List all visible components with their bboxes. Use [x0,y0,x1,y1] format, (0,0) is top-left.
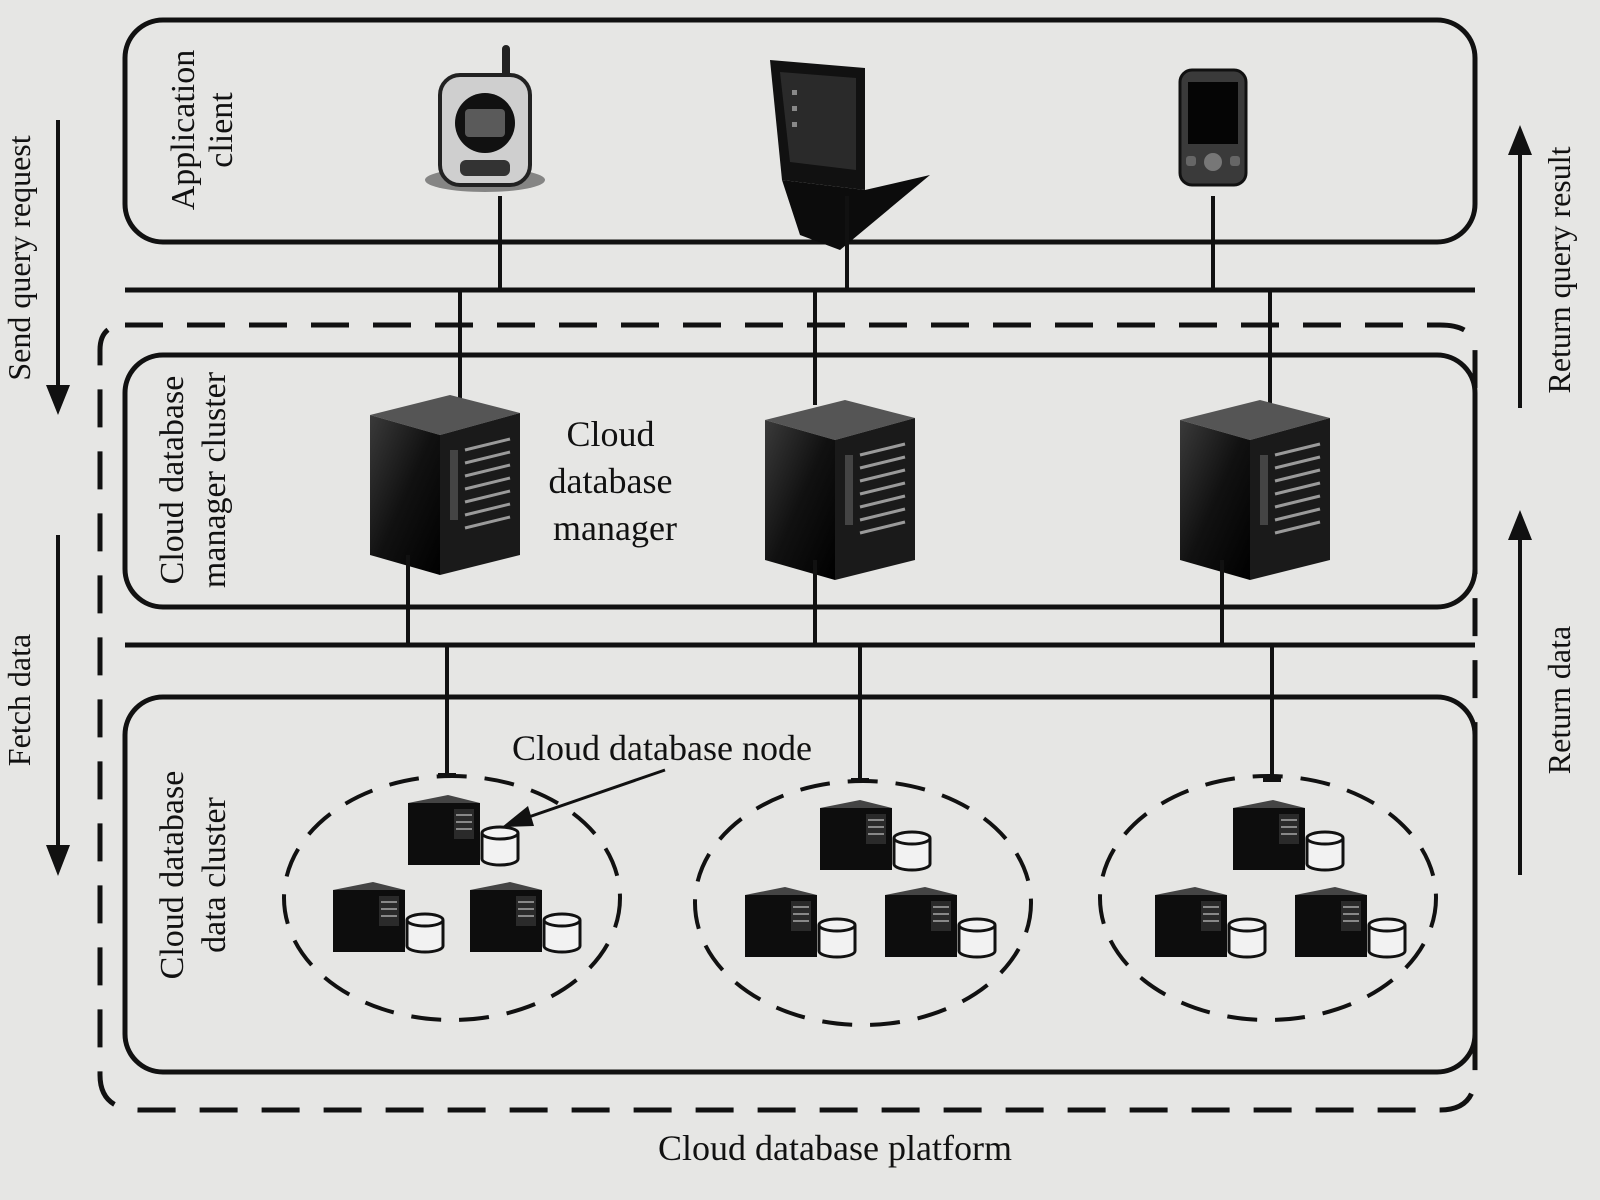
fetch-data-label: Fetch data [1,634,37,766]
platform-label: Cloud database platform [658,1128,1012,1168]
manager-server-1 [368,393,522,577]
manager-server-3 [1178,398,1332,582]
node-group-2 [693,779,1033,1027]
application-client-label: Applicationclient [165,50,240,211]
db-node [1153,885,1267,959]
client-connectors [498,196,1215,290]
data-cluster-box [122,694,1478,1075]
manager-server-2 [763,398,917,582]
send-query-request-label: Send query request [1,135,37,380]
pda-icon [1178,68,1248,187]
laptop-icon [770,60,930,250]
db-node [883,885,997,959]
db-node [818,798,932,872]
fetch-data-arrow [46,535,70,876]
cloud-database-manager-label: Cloud database manager [549,414,682,548]
platform-boundary [97,322,1478,1113]
application-client-box [122,17,1478,245]
db-node [468,880,582,954]
return-data-arrow [1508,510,1532,875]
node-group-3 [1098,774,1438,1022]
return-query-result-arrow [1508,125,1532,408]
db-node [1293,885,1407,959]
db-node [743,885,857,959]
return-data-label: Return data [1541,626,1577,774]
db-node [1231,798,1345,872]
return-query-result-label: Return query result [1541,146,1577,393]
flip-phone-icon [425,45,545,192]
node-callout-arrow [502,768,666,827]
manager-cluster-box [122,352,1478,610]
db-node [331,880,445,954]
send-query-arrow [46,120,70,415]
db-node [406,793,520,867]
node-group-1 [282,774,622,1022]
cloud-database-node-label: Cloud database node [512,728,812,768]
